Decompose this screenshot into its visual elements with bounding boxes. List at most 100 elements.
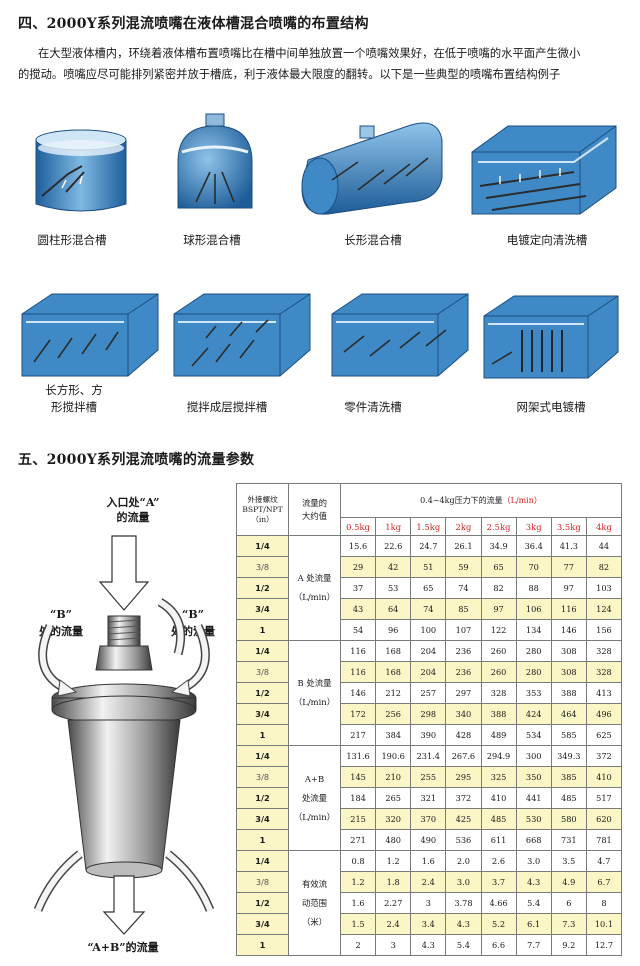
- flow-value-cell: 3.4: [410, 913, 447, 935]
- flow-value-cell: 480: [375, 829, 412, 851]
- flow-value-cell: 4.9: [550, 871, 587, 893]
- flow-value-cell: 1.5: [339, 913, 377, 935]
- caption-long-tank: 长形混合槽: [344, 233, 402, 247]
- flow-value-cell: 26.1: [445, 535, 482, 557]
- thread-size-cell: 1: [236, 724, 289, 746]
- flow-value-cell: 204: [410, 661, 447, 683]
- flow-value-cell: 1.6: [410, 850, 447, 872]
- flow-value-cell: 265: [375, 787, 412, 809]
- flow-value-cell: 3.0: [445, 871, 482, 893]
- header-pressure-flow: 0.4~4kg压力下的流量（L/min）: [340, 483, 622, 518]
- flow-value-cell: 308: [550, 640, 587, 662]
- flow-value-cell: 6.7: [585, 871, 623, 893]
- flow-value-cell: 611: [480, 829, 517, 851]
- flow-value-cell: 215: [339, 808, 377, 830]
- header-pressure-0: 0.5kg: [339, 517, 377, 536]
- flow-value-cell: 490: [410, 829, 447, 851]
- flow-value-cell: 217: [339, 724, 377, 746]
- flow-value-cell: 4.3: [515, 871, 552, 893]
- flow-value-cell: 485: [550, 787, 587, 809]
- flow-value-cell: 145: [339, 766, 377, 788]
- flow-value-cell: 410: [585, 766, 623, 788]
- flow-value-cell: 424: [515, 703, 552, 725]
- thread-size-cell: 3/4: [236, 598, 289, 620]
- flow-value-cell: 388: [480, 703, 517, 725]
- flow-value-cell: 37: [339, 577, 377, 599]
- label-b-right-line1: “B”: [182, 608, 204, 621]
- thread-size-cell: 3/8: [236, 556, 289, 578]
- flow-value-cell: 280: [515, 640, 552, 662]
- thread-size-cell: 1/2: [236, 577, 289, 599]
- flow-value-cell: 271: [339, 829, 377, 851]
- flow-value-cell: 372: [585, 745, 623, 767]
- flow-value-cell: 4.3: [445, 913, 482, 935]
- flow-value-cell: 410: [480, 787, 517, 809]
- label-b-left-line1: “B”: [50, 608, 72, 621]
- flow-parameter-table: 外接螺纹 BSPT/NPT （in） 流量的 大约值 0.4~4kg压力下的流量…: [236, 483, 623, 956]
- flow-value-cell: 231.4: [410, 745, 447, 767]
- section5-title: 五、2000Y系列混流喷嘴的流量参数: [18, 452, 255, 468]
- nozzle-diagram: [33, 535, 215, 935]
- flow-value-cell: 530: [515, 808, 552, 830]
- section4-title: 四、2000Y系列混流喷嘴在液体槽混合喷嘴的布置结构: [18, 16, 369, 32]
- thread-size-cell: 1: [236, 934, 289, 956]
- flow-value-cell: 298: [410, 703, 447, 725]
- caption-rectangular-tank-line1: 长方形、方: [45, 383, 103, 397]
- flow-value-cell: 88: [515, 577, 552, 599]
- flow-value-cell: 441: [515, 787, 552, 809]
- flow-value-cell: 8: [585, 892, 623, 914]
- flow-value-cell: 620: [585, 808, 623, 830]
- header-pressure-3: 2kg: [445, 517, 482, 536]
- flow-value-cell: 0.8: [339, 850, 377, 872]
- flow-value-cell: 42: [375, 556, 412, 578]
- flow-value-cell: 256: [375, 703, 412, 725]
- flow-value-cell: 54: [339, 619, 377, 641]
- flow-value-cell: 7.3: [550, 913, 587, 935]
- caption-cylinder-tank: 圆柱形混合槽: [37, 233, 107, 247]
- flow-value-cell: 4.66: [480, 892, 517, 914]
- thread-size-cell: 1: [236, 829, 289, 851]
- thread-size-cell: 3/8: [236, 871, 289, 893]
- flow-value-cell: 295: [445, 766, 482, 788]
- flow-value-cell: 24.7: [410, 535, 447, 557]
- flow-value-cell: 6.1: [515, 913, 552, 935]
- flow-value-cell: 260: [480, 640, 517, 662]
- flow-value-cell: 34.9: [480, 535, 517, 557]
- caption-rectangular-tank-line2: 形搅拌槽: [51, 400, 97, 414]
- flow-value-cell: 2.0: [445, 850, 482, 872]
- flow-value-cell: 212: [375, 682, 412, 704]
- caption-layered-tank: 搅拌成层搅拌槽: [186, 400, 268, 414]
- flow-value-cell: 328: [480, 682, 517, 704]
- flow-value-cell: 1.6: [339, 892, 377, 914]
- flow-value-cell: 116: [550, 598, 587, 620]
- flow-value-cell: 4.7: [585, 850, 623, 872]
- flow-value-cell: 328: [585, 661, 623, 683]
- flow-value-cell: 156: [585, 619, 623, 641]
- flow-value-cell: 384: [375, 724, 412, 746]
- flow-value-cell: 74: [445, 577, 482, 599]
- intro-paragraph-line1: 在大型液体槽内，环绕着液体槽布置喷嘴比在槽中间单独放置一个喷嘴效果好，在低于喷嘴…: [38, 47, 581, 60]
- flow-value-cell: 2.6: [480, 850, 517, 872]
- flow-value-cell: 2.27: [375, 892, 412, 914]
- flow-value-cell: 731: [550, 829, 587, 851]
- flow-value-cell: 65: [410, 577, 447, 599]
- flow-value-cell: 184: [339, 787, 377, 809]
- header-pressure-6: 3.5kg: [550, 517, 587, 536]
- flow-value-cell: 260: [480, 661, 517, 683]
- flow-value-cell: 236: [445, 661, 482, 683]
- flow-value-cell: 190.6: [375, 745, 412, 767]
- flow-value-cell: 204: [410, 640, 447, 662]
- flow-value-cell: 103: [585, 577, 623, 599]
- plating-tank-illustration: [471, 125, 617, 215]
- flow-value-cell: 325: [480, 766, 517, 788]
- flow-value-cell: 210: [375, 766, 412, 788]
